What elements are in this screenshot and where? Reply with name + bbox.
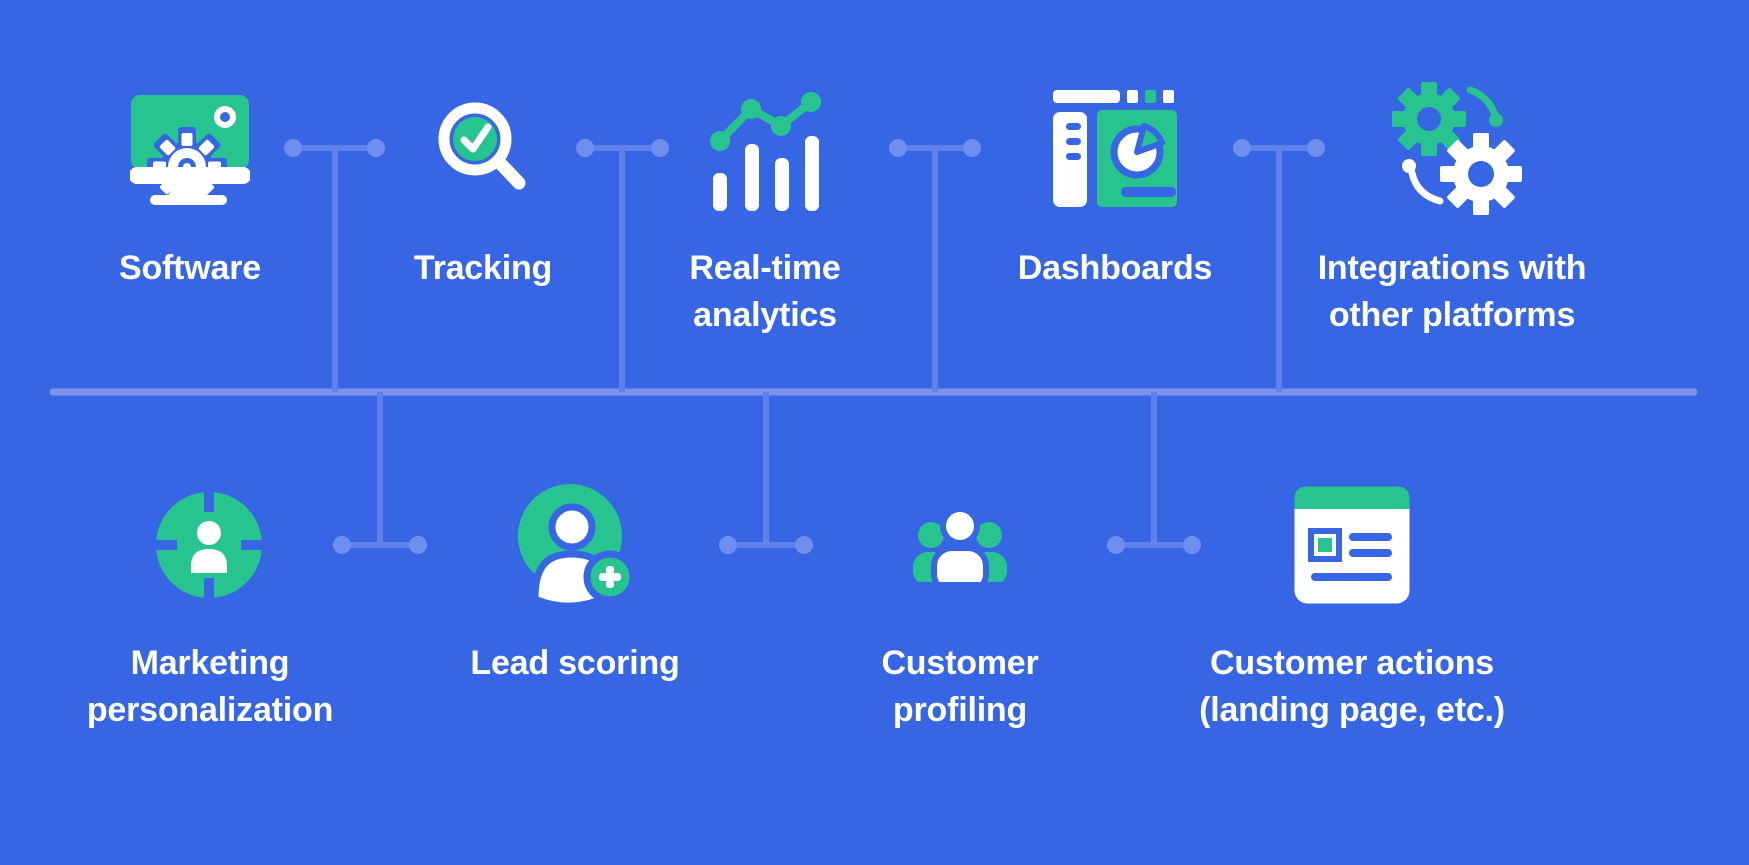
feature-dashboards: Dashboards — [935, 82, 1295, 292]
icon-box — [513, 477, 638, 612]
top-connector-3 — [889, 139, 981, 392]
dashboard-pie-icon — [1053, 89, 1177, 207]
bar-chart-trend-icon — [710, 91, 821, 211]
icon-box — [1382, 82, 1522, 217]
monitor-gear-icon — [130, 94, 250, 205]
user-add-icon — [517, 484, 636, 607]
feature-tracking: Tracking — [303, 82, 663, 292]
feature-label: Lead scoring — [470, 644, 680, 682]
feature-label: Customer actions(landing page, etc.) — [1199, 644, 1505, 729]
feature-label: Dashboards — [1017, 249, 1213, 287]
bottom-connector-2 — [719, 392, 813, 554]
users-group-icon — [913, 507, 1007, 582]
feature-software: Software — [10, 82, 370, 292]
icon-box — [130, 82, 250, 217]
target-user-icon — [154, 486, 266, 603]
icon-box — [1294, 477, 1410, 612]
feature-customer-actions: Customer actions(landing page, etc.) — [1172, 477, 1532, 734]
icon-box — [431, 82, 536, 217]
gears-sync-icon — [1392, 82, 1522, 215]
top-connector-1 — [284, 139, 385, 392]
top-connector-4 — [1233, 139, 1325, 392]
landing-page-icon — [1294, 486, 1410, 603]
feature-label: Tracking — [413, 249, 553, 287]
feature-label: Software — [119, 249, 261, 287]
magnifier-check-icon — [438, 102, 525, 190]
bottom-connector-3 — [1107, 392, 1201, 554]
feature-lead-scoring: Lead scoring — [395, 477, 755, 687]
icon-box — [154, 477, 266, 612]
bottom-connector-1 — [333, 392, 427, 554]
icon-box — [908, 477, 1012, 612]
top-connector-2 — [576, 139, 669, 392]
icon-box — [705, 82, 825, 217]
icon-box — [1053, 82, 1177, 217]
